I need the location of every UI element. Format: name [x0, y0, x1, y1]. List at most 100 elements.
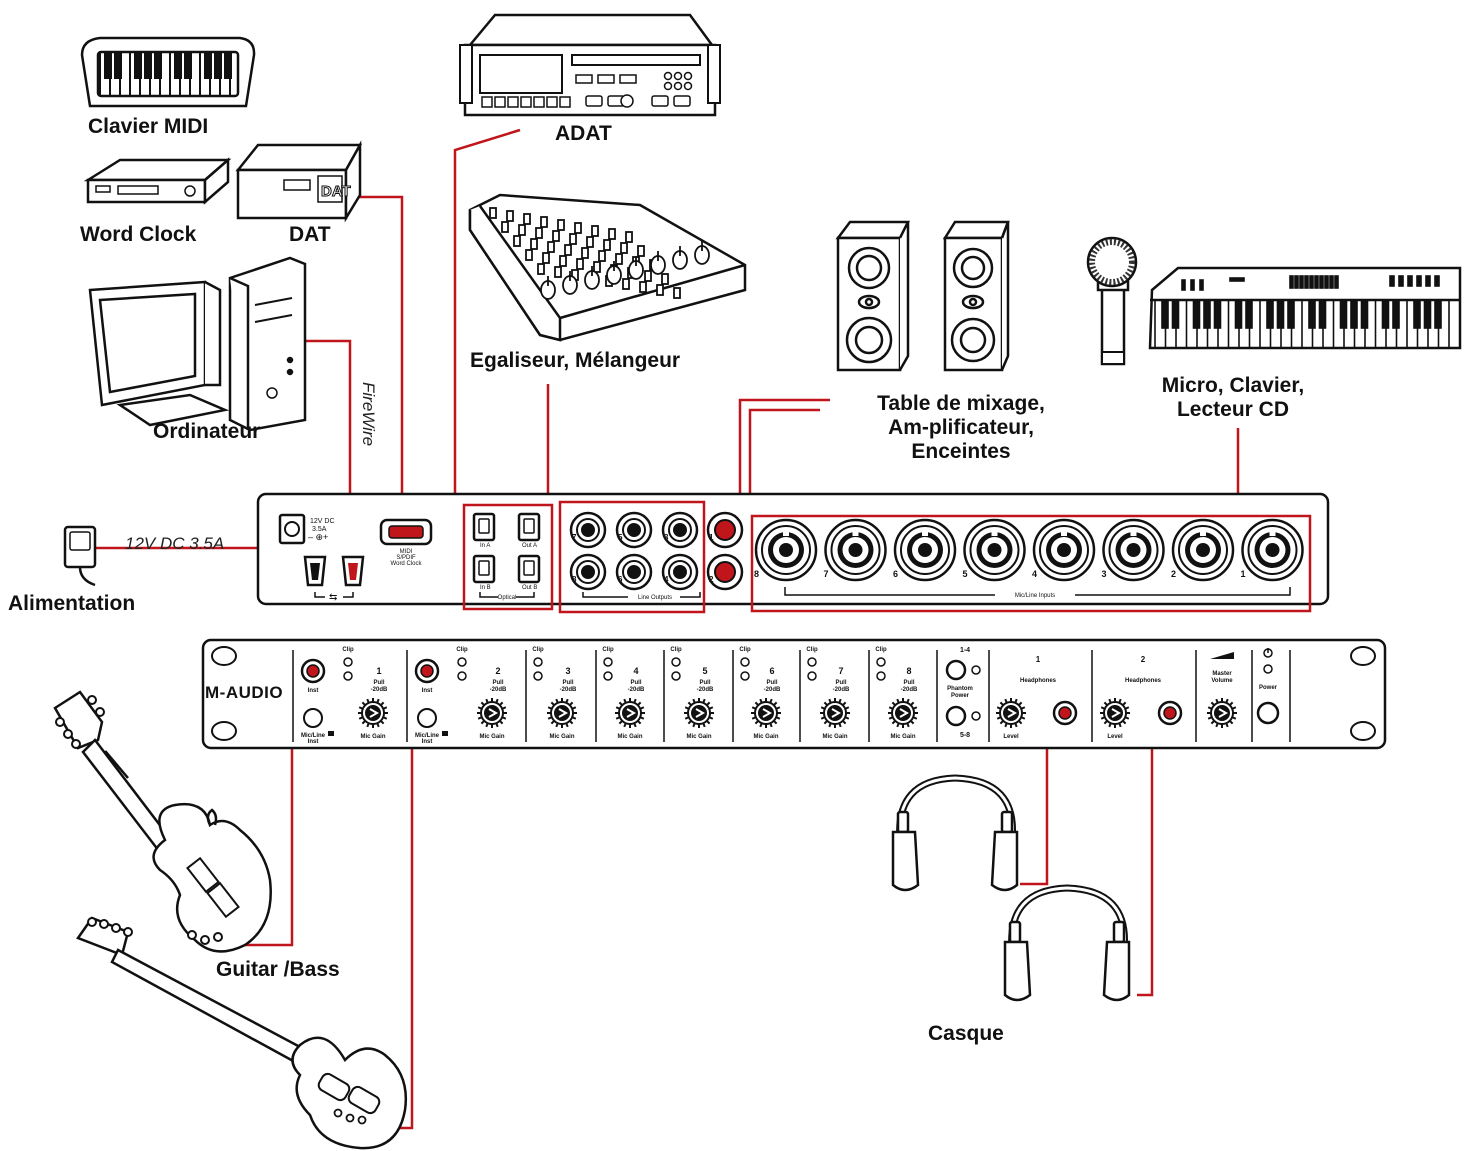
- word-clock-device-icon: [83, 157, 232, 205]
- clip-led-2-a: [457, 657, 467, 667]
- phantom-top-label: 1-4: [960, 647, 970, 654]
- pull-label-7: Pull: [835, 680, 846, 686]
- clip-led-7-a: [807, 657, 817, 667]
- mic-gain-knob-5: [684, 698, 714, 728]
- mic-gain-label-5: Mic Gain: [686, 734, 711, 740]
- headphones-1-num: 1: [1036, 655, 1041, 664]
- line-out-1-label: 1: [709, 533, 714, 542]
- clip-label-2: Clip: [456, 647, 468, 653]
- dc-label-2: 3.5A: [312, 526, 327, 533]
- highlight-boxes: [462, 500, 1312, 614]
- pull-label-6: Pull: [766, 680, 777, 686]
- dc-polarity-icon: – ⊕+: [308, 532, 328, 542]
- channel-num-1: 1: [376, 666, 381, 676]
- clip-led-6-a: [740, 657, 750, 667]
- switch-label-a-1: Mic/Line: [301, 733, 326, 739]
- mic-gain-knob-3: [547, 698, 577, 728]
- pull-label-3: Pull: [562, 680, 573, 686]
- switch-label-a-2: Mic/Line: [415, 733, 440, 739]
- pull-label-2: Pull: [492, 680, 503, 686]
- mic-line-inst-switch-1: [303, 708, 323, 728]
- power-button: [1256, 701, 1280, 725]
- mixing-table-line-2: Am-plificateur,: [888, 416, 1034, 440]
- optical-out-b-label: Out B: [522, 585, 537, 591]
- headphones-label: Casque: [928, 1022, 1004, 1045]
- pull-label-8: Pull: [903, 680, 914, 686]
- mic-gain-label-6: Mic Gain: [753, 734, 778, 740]
- input-3-label: 3: [1102, 569, 1107, 579]
- eq-mixer-label: Egaliseur, Mélangeur: [470, 349, 681, 372]
- clip-label-3: Clip: [532, 647, 544, 653]
- switch-label-b-1: Inst: [308, 739, 319, 745]
- line-out-5-label: 5: [618, 533, 623, 542]
- channel-num-3: 3: [565, 666, 570, 676]
- mic-gain-knob-4: [615, 698, 645, 728]
- headphones-1-level-knob: [996, 698, 1026, 728]
- clip-label-6: Clip: [739, 647, 751, 653]
- mic-gain-knob-2: [477, 698, 507, 728]
- optical-in-b-label: In B: [480, 585, 491, 591]
- mic-gain-knob-7: [820, 698, 850, 728]
- line-out-4-label: 4: [664, 575, 669, 584]
- brand-logo: M-AUDIO: [205, 683, 284, 702]
- clip-label-7: Clip: [806, 647, 818, 653]
- mic-gain-label-7: Mic Gain: [822, 734, 847, 740]
- line-out-3-label: 3: [664, 533, 669, 542]
- pad-label-2: -20dB: [490, 687, 507, 693]
- clip-led-1-a: [343, 657, 353, 667]
- channel-num-2: 2: [495, 666, 500, 676]
- mixing-table-label: Table de mixage, Am-plificateur, Enceint…: [836, 392, 1086, 464]
- power-adapter-icon: [63, 525, 97, 587]
- mic-keyboard-cd-line-2: Lecteur CD: [1176, 398, 1290, 422]
- dat-device-icon: DAT: [235, 140, 363, 223]
- pull-label-5: Pull: [699, 680, 710, 686]
- channel-num-5: 5: [702, 666, 707, 676]
- clip-label-4: Clip: [602, 647, 614, 653]
- mic-line-inst-switch-2: [417, 708, 437, 728]
- mic-gain-label-4: Mic Gain: [617, 734, 642, 740]
- input-1-label: 1: [1241, 569, 1246, 579]
- line-out-connection-1: [738, 398, 830, 528]
- input-7-label: 7: [824, 569, 829, 579]
- dc-label-1: 12V DC: [310, 518, 335, 525]
- optical-group-label: Optical: [498, 595, 517, 601]
- headphones-1-icon: [891, 774, 1019, 892]
- rear-panel: 12V DC 3.5A – ⊕+ ⇆ MIDI S/PDIF Word Cloc…: [256, 492, 1330, 606]
- power-supply-label: Alimentation: [8, 592, 136, 615]
- mic-gain-label-3: Mic Gain: [549, 734, 574, 740]
- word-clock-label: Word Clock: [80, 223, 197, 246]
- phantom-bottom-label: 5-8: [960, 732, 970, 739]
- clip-led-3-b: [533, 671, 543, 681]
- clip-led-4-a: [603, 657, 613, 667]
- mic-gain-knob-6: [751, 698, 781, 728]
- line-out-2-label: 2: [709, 575, 714, 584]
- mixing-table-line-3: Enceintes: [911, 440, 1011, 464]
- input-6-label: 6: [893, 569, 898, 579]
- pad-label-6: -20dB: [764, 687, 781, 693]
- midi-label-3: Word Clock: [391, 561, 423, 567]
- pad-label-7: -20dB: [833, 687, 850, 693]
- master-volume-knob: [1207, 698, 1237, 728]
- pad-label-8: -20dB: [901, 687, 918, 693]
- dat-connection: [358, 195, 404, 532]
- optical-in-a-label: In A: [480, 543, 490, 549]
- midi-label-1: MIDI: [400, 549, 413, 555]
- phantom-power-1-4-button: [945, 659, 967, 681]
- clip-led-5-b: [671, 671, 681, 681]
- input-4-label: 4: [1032, 569, 1037, 579]
- headphones-2-label: Headphones: [1125, 678, 1162, 684]
- clip-label-5: Clip: [670, 647, 682, 653]
- pull-label-1: Pull: [373, 680, 384, 686]
- guitar-connection: [225, 683, 294, 947]
- computer-icon: [88, 256, 307, 432]
- clip-led-2-b: [457, 671, 467, 681]
- bass-connection: [400, 683, 414, 1130]
- mixing-table-line-1: Table de mixage,: [877, 392, 1045, 415]
- bass-guitar-icon: [76, 916, 407, 1150]
- headphones-2-level-knob: [1100, 698, 1130, 728]
- clip-led-3-a: [533, 657, 543, 667]
- dat-badge: DAT: [321, 183, 351, 200]
- line-outputs-group-label: Line Outputs: [638, 595, 672, 601]
